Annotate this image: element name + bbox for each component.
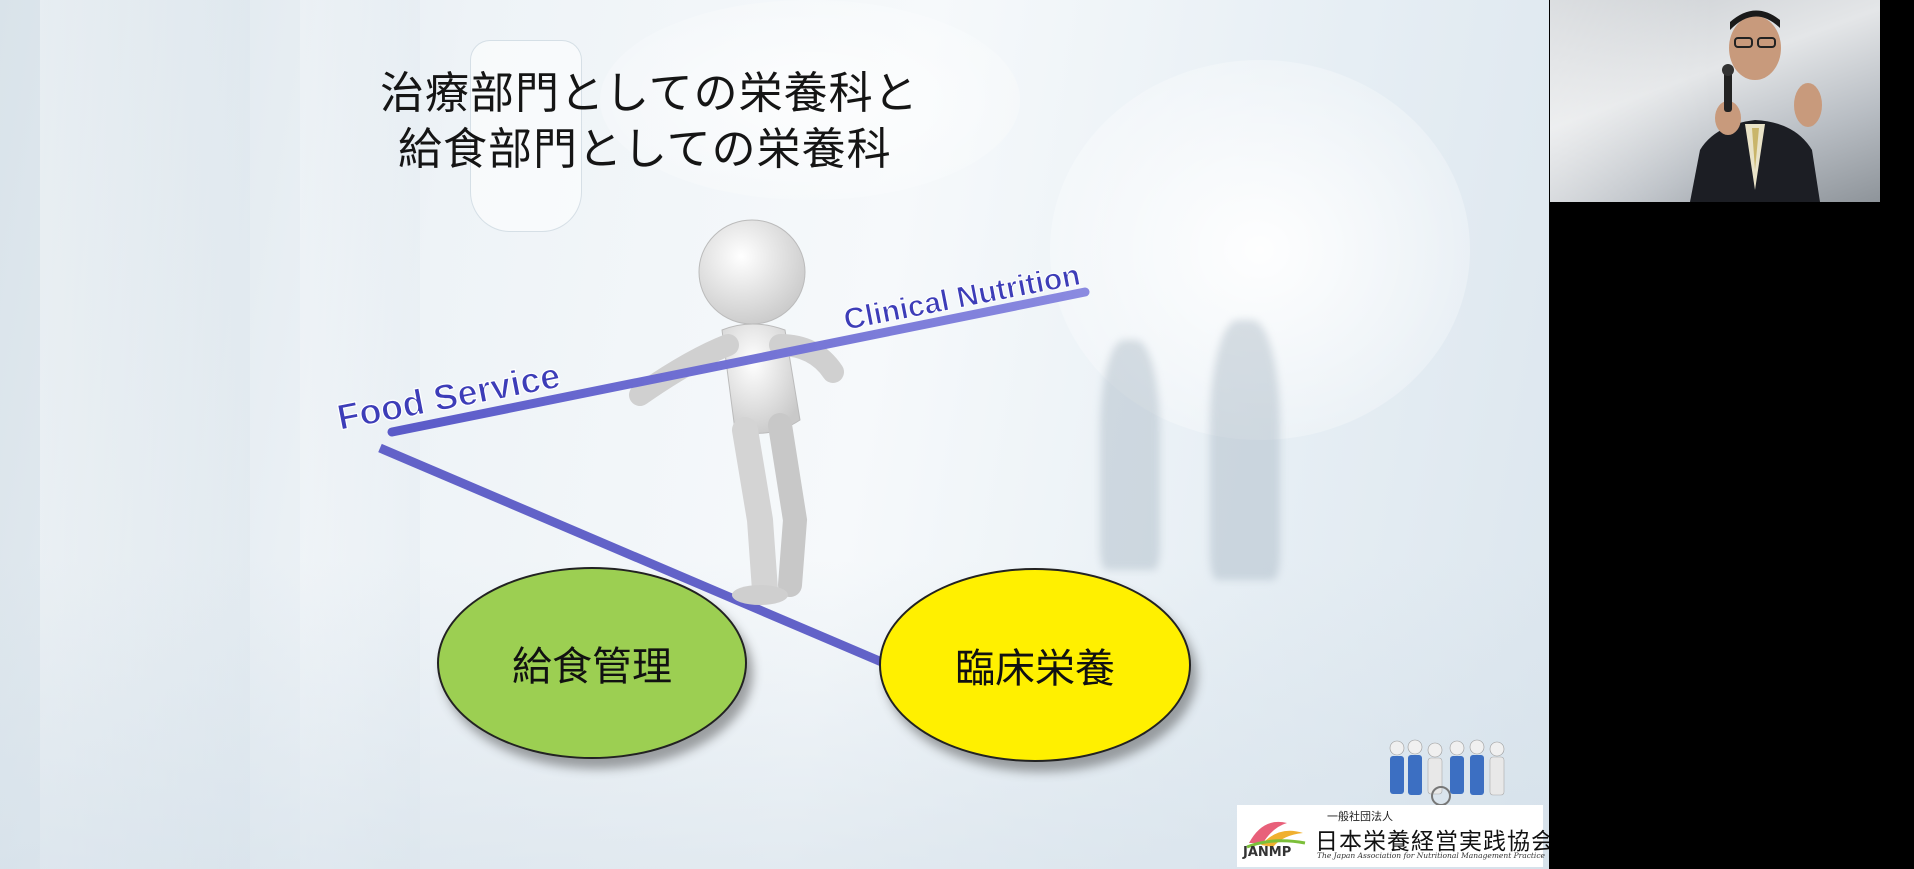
food-service-management-circle: 給食管理: [437, 567, 747, 759]
balance-diagram: Food Service Clinical Nutrition: [333, 219, 1090, 668]
logo-org-name-english: The Japan Association for Nutritional Ma…: [1317, 851, 1545, 860]
organization-logo: JANMP 一般社団法人 日本栄養経営実践協会 The Japan Associ…: [1237, 805, 1549, 867]
speaker-silhouette: [1690, 10, 1822, 202]
presentation-slide: 治療部門としての栄養科と 給食部門としての栄養科: [0, 0, 1549, 869]
logo-abbreviation: JANMP: [1243, 845, 1292, 860]
balancing-figure: [629, 219, 844, 605]
food-service-label: Food Service: [334, 354, 564, 437]
janmp-logo-icon: [1246, 821, 1306, 849]
clinical-nutrition-circle: 臨床栄養: [879, 568, 1191, 762]
balance-beam: [387, 287, 1090, 437]
clinical-nutrition-label: Clinical Nutrition: [841, 259, 1083, 337]
speaker-webcam-feed[interactable]: [1550, 0, 1880, 202]
title-line-1: 治療部門としての栄養科と: [380, 68, 919, 119]
team-figures-icon: [1389, 739, 1505, 806]
logo-small-text: 一般社団法人: [1327, 810, 1393, 823]
title-line-2: 給食部門としての栄養科: [398, 124, 892, 175]
support-line: [378, 443, 886, 668]
slide-title: 治療部門としての栄養科と 給食部門としての栄養科: [380, 66, 1080, 178]
logo-org-name: 日本栄養経営実践協会: [1315, 829, 1549, 855]
